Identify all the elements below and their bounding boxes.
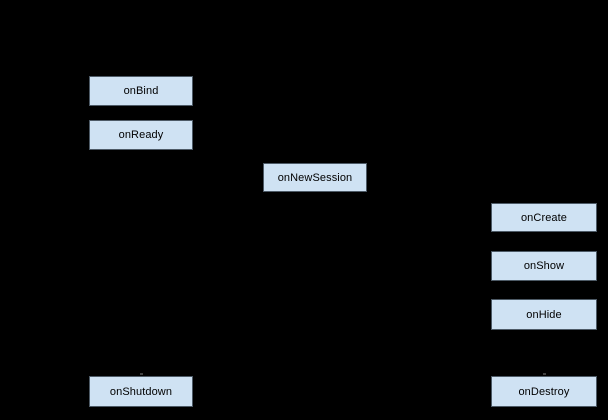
arrowhead-tip <box>543 373 546 375</box>
lifecycle-node-onshutdown: onShutdown <box>89 376 193 407</box>
lifecycle-node-onbind: onBind <box>89 76 193 106</box>
lifecycle-node-onready: onReady <box>89 120 193 150</box>
lifecycle-node-oncreate: onCreate <box>491 203 597 232</box>
lifecycle-node-onhide: onHide <box>491 299 597 330</box>
lifecycle-node-onshow: onShow <box>491 251 597 281</box>
arrowhead-tip <box>140 373 143 375</box>
lifecycle-node-onnewsession: onNewSession <box>263 163 367 192</box>
lifecycle-node-ondestroy: onDestroy <box>491 376 597 407</box>
